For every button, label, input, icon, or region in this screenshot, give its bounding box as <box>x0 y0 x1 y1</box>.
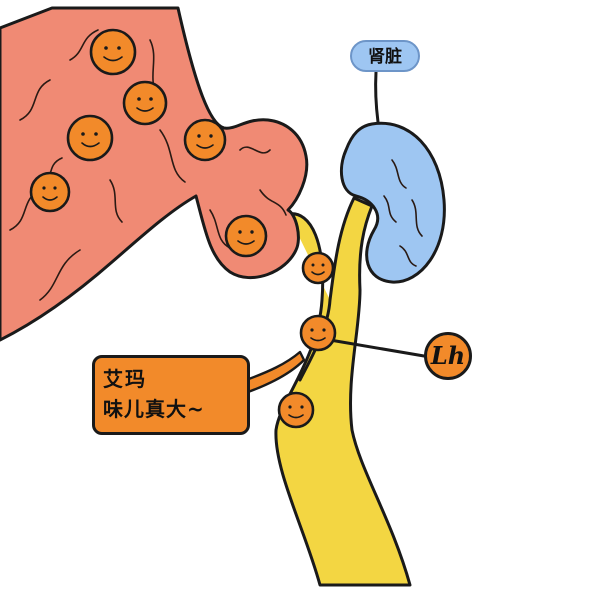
smiling-cell-icon <box>301 251 335 285</box>
cell-group <box>29 28 337 429</box>
kidney-label: 肾脏 <box>350 40 420 72</box>
speech-bubble: 艾玛 味儿真大~ <box>92 355 250 435</box>
smiling-cell-icon <box>66 114 114 162</box>
speech-tail <box>244 350 306 394</box>
smiling-cell-icon <box>183 118 227 162</box>
speech-line-2: 味儿真大~ <box>103 397 205 421</box>
lh-pointer-line <box>328 338 426 358</box>
smiling-cell-icon <box>89 28 137 76</box>
intestine-body <box>0 6 309 342</box>
smiling-cell-icon <box>299 314 337 352</box>
lh-label: Lh <box>424 332 472 380</box>
speech-line-1: 艾玛 <box>103 367 147 391</box>
kidney-texture <box>383 159 423 267</box>
kidney-shape <box>339 121 446 284</box>
smiling-cell-icon <box>29 171 71 213</box>
kidney-pointer-line <box>374 70 380 124</box>
smiling-cell-icon <box>224 214 268 258</box>
smiling-cell-icon <box>122 80 168 126</box>
smiling-cell-icon <box>277 391 315 429</box>
